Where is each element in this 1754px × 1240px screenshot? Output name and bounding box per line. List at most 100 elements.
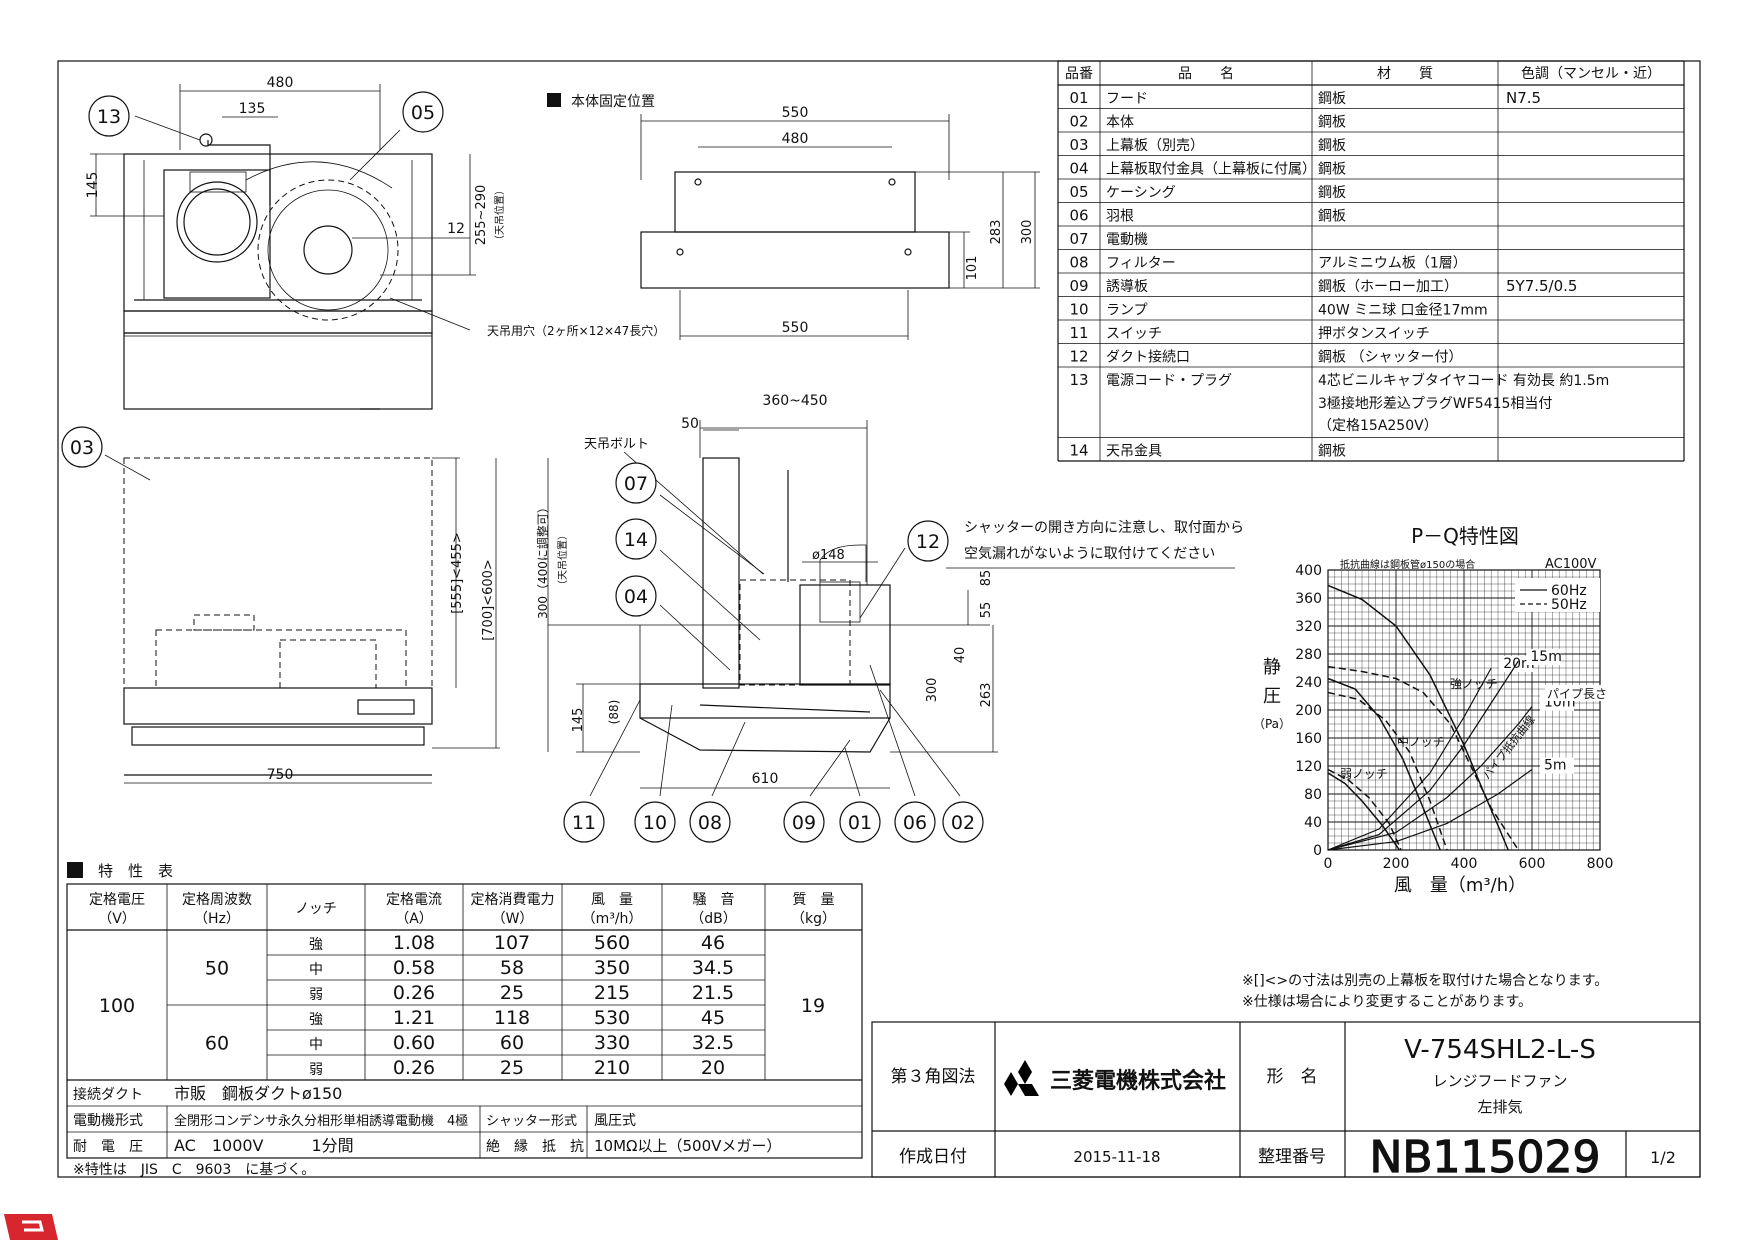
y-tick-label: 80 [1304,787,1322,803]
spec-header: 騒 音 [693,891,735,908]
part-material: 押ボタンスイッチ [1318,326,1430,342]
chart-note: 抵抗曲線は鋼板管ø150の場合 [1340,558,1475,571]
airflow-value: 215 [594,982,630,1004]
dim-85: 85 [979,570,994,587]
dim-480: 480 [267,75,294,91]
front-dims: 480 135 145 12 255~290 （天吊位置） 天吊用穴（2ヶ所×1… [85,75,665,338]
spec-header-unit: （A） [395,911,433,927]
part-color: 5Y7.5/0.5 [1506,277,1577,295]
parts-header-0: 品番 [1065,66,1093,82]
y-tick-label: 0 [1313,843,1322,859]
series-line [1327,677,1441,851]
resistance-curve [1327,660,1519,851]
part-no: 04 [1069,160,1088,178]
part-name: 上幕板（別売） [1106,138,1204,154]
callout-label: 04 [624,586,648,608]
legend-label: 60Hz [1551,583,1587,599]
part-no: 10 [1069,301,1088,319]
airflow-value: 350 [594,957,630,979]
pipe-label-bg [1545,685,1603,701]
dim-283: 283 [989,220,1004,245]
y-tick-label: 200 [1295,703,1322,719]
frequency-value: 50 [205,958,229,980]
parts-header-1: 品 名 [1178,66,1234,82]
duct-label: 接続ダクト [73,1086,143,1103]
noise-value: 34.5 [692,957,734,979]
legend-label: 50Hz [1551,597,1587,613]
company-name: 三菱電機株式会社 [1050,1068,1226,1094]
spec-title: 特 性 表 [98,862,173,880]
callout-circle [894,801,936,843]
callout-label: 02 [951,812,975,834]
model-label: 形 名 [1267,1067,1318,1087]
x-tick-label: 400 [1451,856,1478,872]
callout-label: 03 [70,437,94,459]
notch-value: 弱 [309,1062,323,1078]
y-tick-label: 280 [1295,647,1322,663]
notch-value: 中 [309,962,323,978]
callout-circle [634,801,676,843]
part-material: 鋼板 [1318,162,1346,178]
duct-value: 市販 鋼板ダクトø150 [174,1084,342,1103]
callout-circle [942,801,984,843]
dim-135: 135 [239,101,266,117]
callout-label: 10 [643,812,667,834]
shutter-label: シャッター形式 [486,1114,577,1129]
y-tick-label: 400 [1295,563,1322,579]
dim-148: ø148 [812,548,845,563]
part-no: 03 [1069,136,1088,154]
shutter-value: 風圧式 [594,1113,636,1129]
note-1: ※[]<>の寸法は別売の上幕板を取付けた場合となります。 [1242,973,1608,989]
part-name: 本体 [1106,115,1134,131]
mount-view: 本体固定位置 550 480 550 283 300 101 [547,93,1040,340]
y-axis-label-1: 静 [1263,657,1281,678]
x-tick-label: 600 [1519,856,1546,872]
callout-circle [88,95,130,137]
part-no: 06 [1069,207,1088,225]
creation-date: 2015-11-18 [1073,1148,1160,1166]
callout-label: 01 [848,812,872,834]
part-material: アルミニウム板（1層） [1318,256,1467,272]
callout-circle [615,462,657,504]
spec-header-unit: （m³/h） [582,911,643,927]
part-no: 11 [1069,324,1088,342]
part-no: 01 [1069,89,1088,107]
power-value: 25 [500,982,524,1004]
spec-header: 定格消費電力 [471,892,555,908]
part-material: 40W ミニ球 口金径17mm [1318,303,1488,319]
callout-circle [563,801,605,843]
rated-voltage: 100 [99,995,135,1017]
mitsubishi-logo-icon [1004,1060,1039,1096]
spec-border [66,883,863,1159]
part-name: フード [1106,91,1148,107]
date-label: 作成日付 [899,1147,967,1167]
callout-circle [907,520,949,562]
callout-label: 05 [411,102,435,124]
part-material: 鋼板（ホーロー加工） [1318,279,1458,295]
part-name: スイッチ [1106,326,1162,342]
dim-255-290: 255~290 [474,185,489,246]
part-no: 08 [1069,254,1088,272]
resistance-curve [1327,706,1533,851]
part-name: 上幕板取付金具（上幕板に付属） [1106,162,1316,178]
corner-logo-icon [4,1214,58,1240]
dim-360-450: 360~450 [762,393,827,409]
airflow-value: 560 [594,932,630,954]
ceiling-bolt-label: 天吊ボルト [584,437,649,452]
part-name: ランプ [1106,303,1148,319]
current-value: 0.60 [393,1032,435,1054]
weak-notch-label: 弱ノッチ [1340,767,1388,781]
spec-header: 風 量 [591,892,633,908]
dim-300-adjustable: 300（400に調整可） [535,501,550,619]
y-tick-label: 120 [1295,759,1322,775]
part-name: フィルター [1106,256,1176,272]
dim-700-600: [700]<600> [481,559,496,641]
callout-circle [61,426,103,468]
spec-header: 質 量 [793,892,835,908]
callout-circle [783,801,825,843]
frequency-value: 60 [205,1033,229,1055]
mount-position-label: 本体固定位置 [571,94,655,110]
